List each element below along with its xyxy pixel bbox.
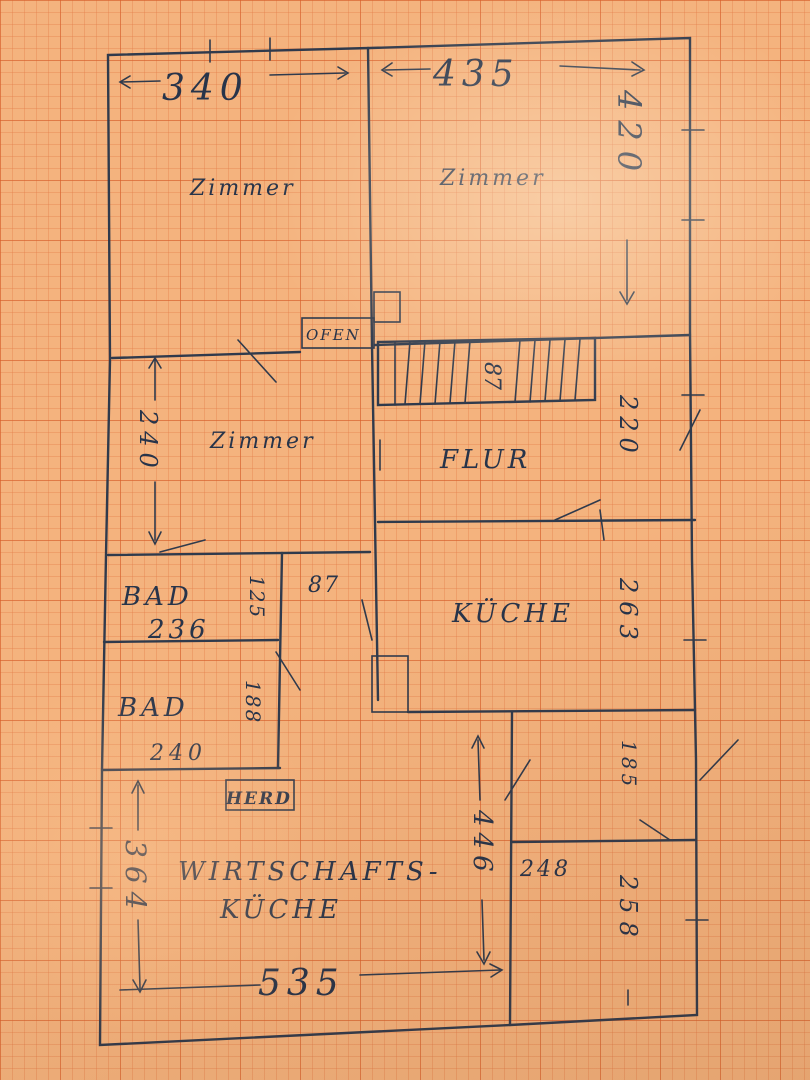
dim-wk-height: 364 — [119, 840, 152, 917]
wall-under-top-rooms — [110, 333, 692, 360]
room-kueche: KÜCHE — [451, 597, 574, 629]
wall-side-room-top — [510, 838, 697, 844]
dim-right-small-height: 185 — [617, 740, 641, 790]
wall-above-bad — [106, 550, 372, 557]
wall-above-wk — [100, 766, 282, 772]
stair-steps — [394, 338, 581, 406]
herd-box — [225, 779, 295, 811]
wall-flur-left — [370, 343, 380, 702]
dim-wk-depth: 446 — [467, 809, 497, 878]
room-bad-upper: BAD — [121, 582, 193, 612]
dim-top-left-width: 340 — [162, 68, 249, 109]
wall-kueche-bottom — [406, 708, 697, 714]
fixture-herd: HERD — [225, 789, 292, 809]
room-zimmer-middle: Zimmer — [209, 429, 316, 454]
outer-wall — [98, 36, 699, 1047]
ofen-corner-box — [373, 291, 401, 323]
wall-side-room-left — [508, 710, 514, 1027]
dim-side-room-width: 248 — [519, 857, 571, 882]
dim-bad-upper-height: 125 — [245, 575, 269, 619]
wall-bad-right — [276, 551, 284, 770]
fixture-ofen: OFEN — [306, 326, 361, 344]
room-wirtschaftskueche-line2: KÜCHE — [219, 893, 342, 925]
dim-right-flur-height: 220 — [614, 394, 642, 459]
dim-wk-width: 535 — [258, 963, 345, 1004]
ofen-box — [301, 317, 375, 349]
dim-right-bottom-height: 258 — [614, 874, 642, 945]
room-flur: FLUR — [439, 445, 531, 475]
door-marks — [159, 339, 739, 841]
kueche-corner-box — [371, 655, 409, 713]
dim-top-right-width: 435 — [432, 54, 520, 95]
room-zimmer-top-right: Zimmer — [439, 166, 546, 191]
dim-right-kueche-height: 263 — [614, 577, 642, 648]
dim-stair-width: 87 — [479, 362, 504, 390]
stair-outline — [376, 336, 597, 407]
dim-bad-lower-height: 188 — [241, 680, 265, 724]
dim-bad-lower-width: 240 — [149, 741, 207, 766]
dim-left-zimmer-height: 240 — [134, 409, 162, 474]
wall-flur-bottom — [376, 518, 697, 524]
dim-bad-upper-width: 236 — [147, 615, 210, 645]
wall-bad-divider — [102, 638, 280, 644]
room-zimmer-top-left: Zimmer — [189, 176, 296, 201]
dim-passage-width: 87 — [308, 573, 340, 598]
wall-zimmer-divider — [366, 46, 374, 347]
room-bad-lower: BAD — [117, 693, 189, 723]
dim-right-top-height: 420 — [610, 89, 648, 181]
dimension-arrows — [118, 61, 646, 1006]
wall-ticks — [89, 37, 709, 921]
room-wirtschaftskueche-line1: WIRTSCHAFTS- — [178, 857, 442, 887]
